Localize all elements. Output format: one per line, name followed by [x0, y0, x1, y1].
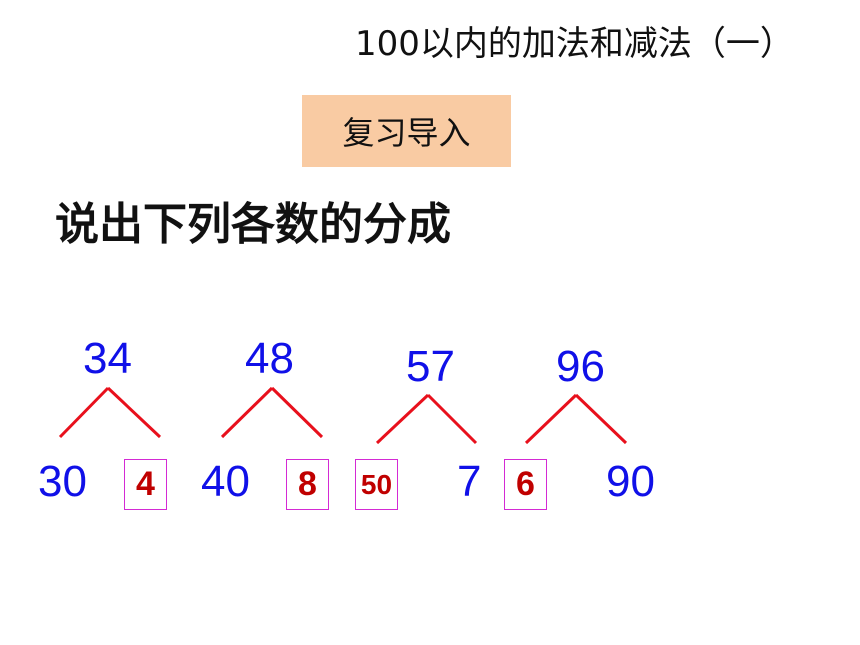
answer-value: 8: [298, 465, 317, 503]
total-number: 96: [556, 342, 605, 391]
answer-box: 8: [286, 459, 329, 510]
total-number: 57: [406, 342, 455, 391]
part-number: 40: [201, 457, 250, 506]
answer-box: 50: [355, 459, 398, 510]
answer-value: 6: [516, 465, 535, 503]
part-number: 90: [606, 457, 655, 506]
branch-line: [220, 386, 274, 439]
branch-line: [375, 393, 430, 445]
branch-line: [524, 393, 578, 445]
branch-line: [58, 386, 110, 439]
section-badge: 复习导入: [302, 95, 511, 167]
branch-line: [574, 393, 628, 445]
answer-box: 4: [124, 459, 167, 510]
section-badge-label: 复习导入: [342, 114, 471, 152]
answer-value: 50: [360, 468, 393, 500]
total-number: 48: [245, 334, 294, 383]
instruction-text: 说出下列各数的分成: [55, 199, 451, 250]
branch-line: [106, 386, 162, 439]
branch-line: [270, 386, 324, 439]
answer-value: 4: [136, 465, 155, 503]
part-number: 7: [457, 457, 482, 506]
answer-box: 6: [504, 459, 547, 510]
page-title: 100以内的加法和减法（一）: [355, 24, 794, 64]
total-number: 34: [83, 334, 132, 383]
part-number: 30: [38, 457, 87, 506]
branch-line: [426, 393, 478, 445]
